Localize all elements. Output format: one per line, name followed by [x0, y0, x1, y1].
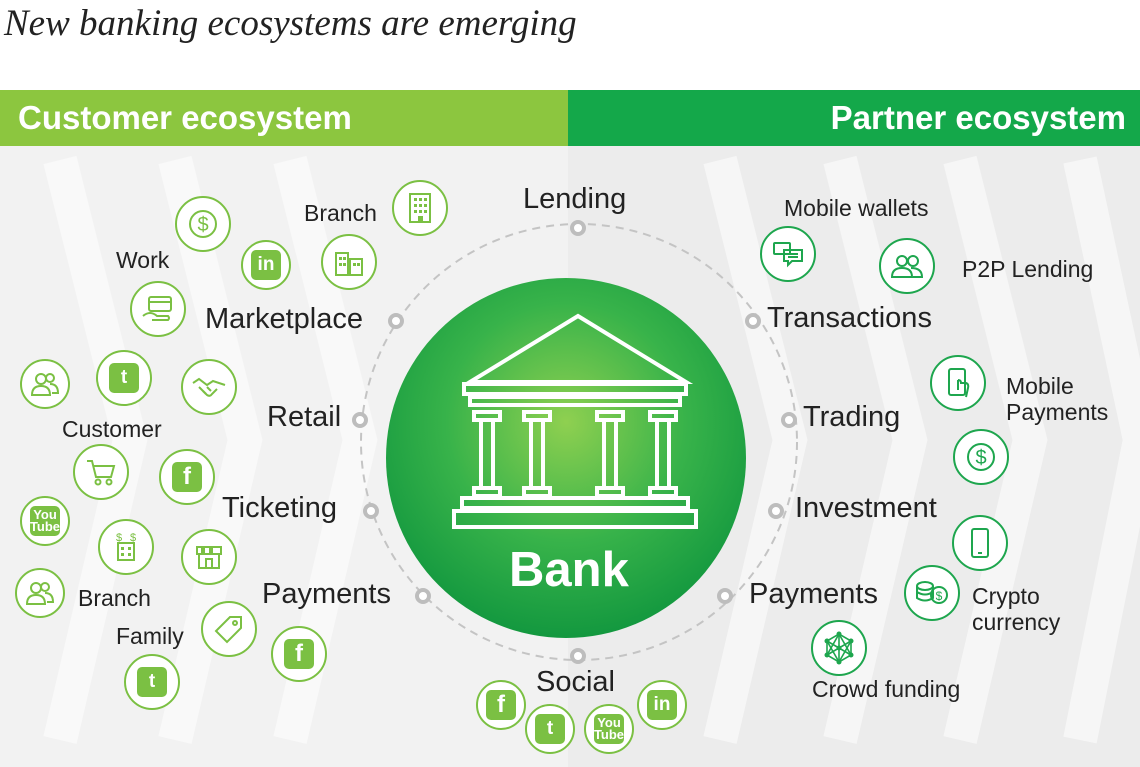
- family-users-icon: [15, 568, 65, 618]
- node-payments-left: [415, 588, 431, 604]
- users-icon: [20, 359, 70, 409]
- svg-text:$: $: [936, 589, 943, 603]
- storefront-icon: [181, 529, 237, 585]
- svg-text:$: $: [197, 214, 208, 236]
- dollar-icon: $: [175, 196, 231, 252]
- node-investment: [768, 503, 784, 519]
- facebook-icon: f: [159, 449, 215, 505]
- facebook-icon: f: [271, 626, 327, 682]
- label-crypto-currency: Crypto currency: [972, 583, 1061, 635]
- label-branch-top: Branch: [304, 200, 377, 226]
- people-icon: [879, 238, 935, 294]
- node-payments-right: [717, 588, 733, 604]
- dollar-icon: $: [953, 429, 1009, 485]
- ring-label-trading: Trading: [803, 401, 901, 433]
- mobile-tap-icon: [930, 355, 986, 411]
- coins-icon: $: [904, 565, 960, 621]
- label-mobile-payments: Mobile Payments: [1006, 373, 1109, 425]
- handshake-icon: [181, 359, 237, 415]
- node-ticketing: [363, 503, 379, 519]
- partner-ecosystem-banner: Partner ecosystem: [568, 90, 1140, 146]
- page-title: New banking ecosystems are emerging: [4, 3, 577, 44]
- svg-text:$: $: [975, 447, 986, 469]
- facebook-icon: f: [476, 680, 526, 730]
- price-tag-icon: [201, 601, 257, 657]
- node-trading: [781, 412, 797, 428]
- city-buildings-icon: [321, 234, 377, 290]
- bank-label: Bank: [509, 543, 629, 597]
- node-transactions: [745, 313, 761, 329]
- bank-circle: [386, 278, 746, 638]
- office-building-icon: [392, 180, 448, 236]
- label-branch-bottom: Branch: [78, 585, 151, 611]
- label-family: Family: [116, 623, 184, 649]
- ring-label-social: Social: [536, 666, 615, 698]
- shopping-cart-icon: [73, 444, 129, 500]
- twitter-icon: t: [525, 704, 575, 754]
- ring-label-retail: Retail: [267, 401, 342, 433]
- node-lending: [570, 220, 586, 236]
- label-work: Work: [116, 247, 170, 273]
- node-social: [570, 648, 586, 664]
- ring-label-transactions: Transactions: [767, 302, 932, 334]
- customer-ecosystem-banner: Customer ecosystem: [0, 90, 568, 146]
- card-payment-icon: [130, 281, 186, 337]
- twitter-icon: t: [96, 350, 152, 406]
- ring-label-payments-right: Payments: [749, 578, 878, 610]
- youtube-icon: You Tube: [20, 496, 70, 546]
- smartphone-icon: [952, 515, 1008, 571]
- ring-label-ticketing: Ticketing: [222, 492, 337, 524]
- label-crowd-funding: Crowd funding: [812, 676, 961, 702]
- twitter-icon: t: [124, 654, 180, 710]
- ring-label-payments-left: Payments: [262, 578, 391, 610]
- network-icon: [811, 620, 867, 676]
- linkedin-icon: in: [637, 680, 687, 730]
- bank-dollar-icon: $$: [98, 519, 154, 575]
- ring-label-lending: Lending: [523, 183, 627, 215]
- bank-building-icon: [452, 313, 698, 529]
- svg-text:$: $: [116, 532, 122, 544]
- label-customer: Customer: [62, 416, 162, 442]
- label-mobile-wallets: Mobile wallets: [784, 195, 929, 221]
- chat-bubbles-icon: [760, 226, 816, 282]
- label-p2p-lending: P2P Lending: [962, 256, 1094, 282]
- linkedin-icon: in: [241, 240, 291, 290]
- youtube-icon: You Tube: [584, 704, 634, 754]
- ring-label-marketplace: Marketplace: [205, 303, 363, 335]
- ring-label-investment: Investment: [795, 492, 937, 524]
- svg-text:$: $: [130, 532, 136, 544]
- node-retail: [352, 412, 368, 428]
- node-marketplace: [388, 313, 404, 329]
